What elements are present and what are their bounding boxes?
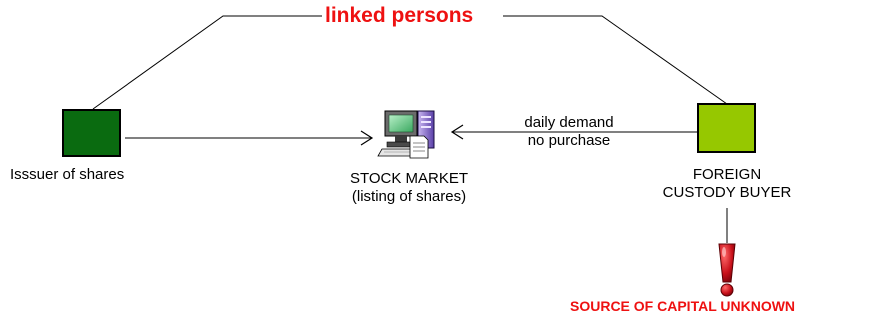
buyer-line2: CUSTODY BUYER <box>662 184 792 201</box>
demand-line1: daily demand <box>524 114 614 131</box>
exclamation-icon[interactable] <box>718 243 736 297</box>
stock-market-subtitle: (listing of shares) <box>351 188 467 205</box>
issuer-node[interactable] <box>62 109 121 157</box>
buyer-line1: FOREIGN <box>692 166 762 183</box>
linked-persons-connector <box>92 15 322 110</box>
linked-persons-label: linked persons <box>325 4 474 27</box>
issuer-to-market-arrowhead <box>360 130 374 146</box>
warning-label: SOURCE OF CAPITAL UNKNOWN <box>570 298 796 314</box>
linked-persons-connector-right <box>503 15 728 105</box>
stock-market-title: STOCK MARKET <box>349 170 469 187</box>
issuer-label: Isssuer of shares <box>10 166 125 183</box>
stock-market-label: STOCK MARKET (listing of shares) <box>320 170 498 206</box>
demand-label: daily demand no purchase <box>499 114 639 150</box>
demand-line2: no purchase <box>527 132 611 149</box>
buyer-label: FOREIGN CUSTODY BUYER <box>637 166 817 202</box>
computer-icon[interactable] <box>377 110 435 159</box>
buyer-node[interactable] <box>697 103 756 153</box>
buyer-to-market-arrowhead <box>450 124 464 140</box>
